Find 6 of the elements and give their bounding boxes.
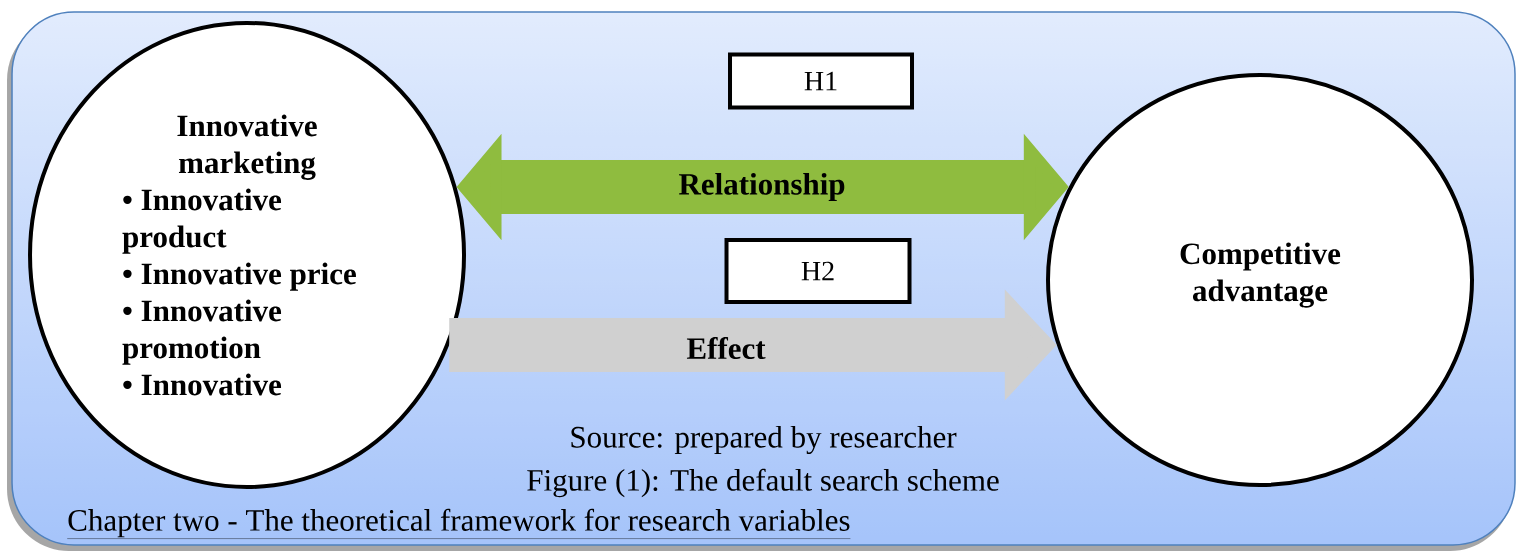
source-note: Source: prepared by researcher <box>571 425 957 455</box>
hypothesis-box: H1 <box>728 52 914 110</box>
figure-caption: Figure (1): The default search scheme <box>527 468 999 498</box>
edge-label: Relationship <box>679 172 845 202</box>
hypothesis-box: H2 <box>724 238 912 304</box>
edge-label: Effect <box>686 336 766 360</box>
